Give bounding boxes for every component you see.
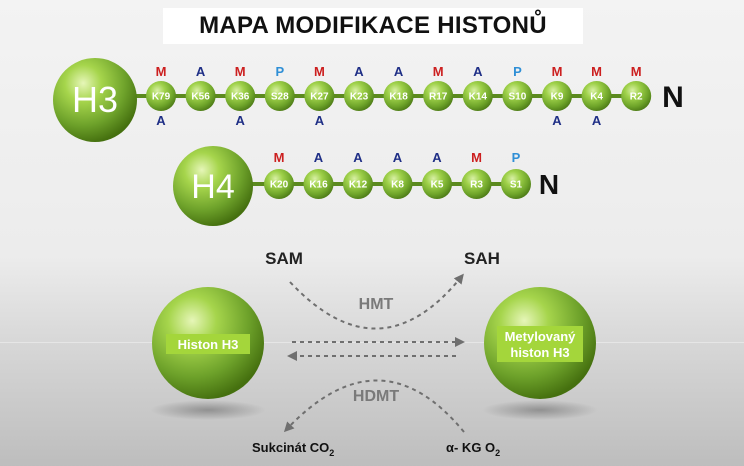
h3-residue-label: K18 — [389, 92, 408, 103]
h3-bottom-mark: A — [552, 113, 562, 128]
methylated-histone-label-box — [497, 326, 583, 362]
h4-residue-label: K20 — [270, 180, 289, 191]
h4-residue-label: K8 — [391, 180, 404, 191]
h3-residue-label: K4 — [590, 92, 603, 103]
h3-residue-label: S28 — [271, 92, 289, 103]
h3-residue-label: K9 — [551, 92, 564, 103]
h3-residue-bead — [581, 81, 612, 111]
h3-top-mark: A — [196, 64, 206, 79]
h3-residue-label: S10 — [509, 92, 527, 103]
h3-residue-bead — [264, 81, 295, 111]
h4-n-terminus: N — [539, 169, 559, 200]
h3-sphere — [53, 58, 137, 142]
h3-residue-bead — [185, 81, 216, 111]
histone-h3-label-box — [166, 334, 250, 354]
h4-sphere — [173, 146, 253, 226]
h3-top-mark: P — [513, 64, 522, 79]
h3-top-mark: M — [235, 64, 246, 79]
h3-top-mark: A — [354, 64, 364, 79]
page-title: MAPA MODIFIKACE HISTONŮ — [163, 8, 583, 44]
h4-residue-bead — [422, 169, 452, 199]
h3-top-mark: A — [473, 64, 483, 79]
h3-residue-bead — [462, 81, 493, 111]
h3-residue-bead — [146, 81, 176, 111]
h3-residue-label: K36 — [231, 92, 250, 103]
sah-label: SAH — [464, 249, 500, 268]
h4-residue-bead — [264, 169, 294, 199]
h4-residue-bead — [303, 169, 334, 199]
floor-background — [0, 342, 744, 466]
h3-top-mark: A — [394, 64, 404, 79]
h3-residue-bead — [344, 81, 374, 111]
h3-top-mark: M — [314, 64, 325, 79]
h4-residue-label: R3 — [470, 180, 483, 191]
h3-bottom-mark: A — [236, 113, 246, 128]
h4-top-mark: A — [393, 150, 403, 165]
h3-residue-label: K27 — [310, 92, 329, 103]
histone-h3-shadow — [150, 400, 266, 420]
h4-residue-label: S1 — [510, 180, 523, 191]
histone-h3-label: Histon H3 — [178, 337, 239, 352]
h4-top-mark: M — [274, 150, 285, 165]
h3-residue-label: K56 — [191, 92, 210, 103]
h3-residue-beads: K79MAK56AK36MAS28PK27MAK23AK18AR17MK14AS… — [146, 64, 652, 128]
h3-bottom-mark: A — [592, 113, 602, 128]
h3-residue-label: R17 — [429, 92, 448, 103]
h3-residue-bead — [423, 81, 454, 111]
h3-residue-label: R2 — [630, 92, 643, 103]
h4-residue-bead — [382, 169, 413, 199]
h4-residue-bead — [501, 169, 531, 199]
h4-residue-bead — [343, 169, 373, 199]
h3-top-mark: M — [591, 64, 602, 79]
h3-top-mark: M — [552, 64, 563, 79]
h4-residue-label: K5 — [431, 180, 444, 191]
akg-to-succinate-arrow — [283, 379, 465, 433]
succinate-co2-label: Sukcinát CO2 — [252, 440, 334, 458]
methylated-histone-shadow — [482, 400, 598, 420]
h3-top-mark: M — [156, 64, 167, 79]
h3-n-terminus: N — [662, 81, 684, 114]
h3-residue-label: K23 — [350, 92, 369, 103]
h4-top-mark: A — [432, 150, 442, 165]
h4-residue-label: K12 — [349, 180, 368, 191]
h4-top-mark: P — [512, 150, 521, 165]
hmt-label: HMT — [359, 296, 394, 313]
h4-top-mark: M — [471, 150, 482, 165]
methylated-histone-label-line1: Metylovaný — [505, 329, 577, 344]
h3-top-mark: M — [433, 64, 444, 79]
akg-o2-label: α- KG O2 — [446, 440, 500, 458]
h3-bottom-mark: A — [156, 113, 166, 128]
h3-residue-bead — [502, 81, 533, 111]
h3-bottom-mark: A — [315, 113, 325, 128]
h3-label: H3 — [72, 79, 118, 120]
hdmt-label: HDMT — [353, 388, 399, 405]
h3-top-mark: M — [631, 64, 642, 79]
h4-label: H4 — [191, 168, 234, 206]
h3-residue-bead — [621, 81, 652, 111]
h3-top-mark: P — [275, 64, 284, 79]
h3-residue-bead — [225, 81, 256, 111]
h3-residue-bead — [383, 81, 414, 111]
h3-residue-label: K14 — [469, 92, 488, 103]
h3-residue-bead — [542, 81, 572, 111]
h3-residue-label: K79 — [152, 92, 171, 103]
h4-residue-label: K16 — [309, 180, 328, 191]
h4-top-mark: A — [353, 150, 363, 165]
h4-residue-bead — [461, 169, 492, 199]
h3-residue-bead — [304, 81, 335, 111]
sam-label: SAM — [265, 249, 303, 268]
methylated-histone-label-line2: histon H3 — [510, 345, 569, 360]
h4-top-mark: A — [314, 150, 324, 165]
h4-residue-beads: K20 M K16 A K12 A K8 A K5 A R3 M S1 P — [264, 150, 531, 199]
